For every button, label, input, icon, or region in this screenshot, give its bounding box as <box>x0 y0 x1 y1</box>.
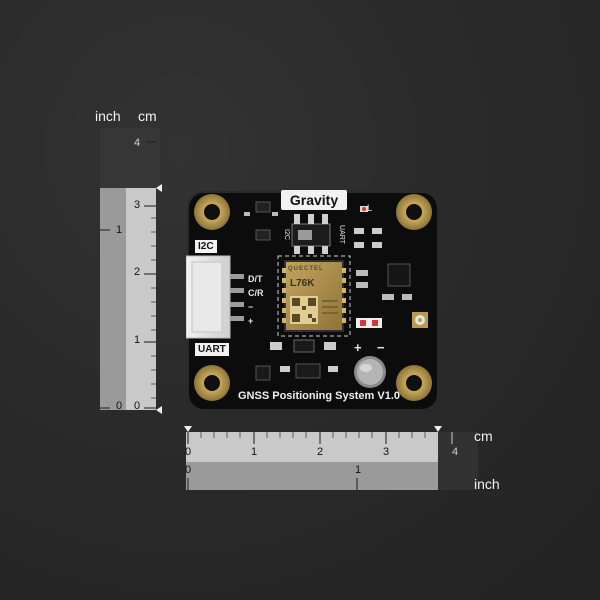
vertical-ruler-cm-tick: 1 <box>134 334 141 346</box>
horizontal-ruler-inch-tick: 1 <box>355 464 362 476</box>
pin-label-vcc: + <box>248 316 254 326</box>
label-uart: UART <box>195 343 229 356</box>
led-label: L <box>367 203 373 213</box>
module-model: L76K <box>290 278 315 289</box>
vertical-ruler-inch-tick: 1 <box>116 224 123 236</box>
module-brand: QUECTEL <box>288 266 324 272</box>
horizontal-ruler-cm-tick: 3 <box>383 446 390 458</box>
vertical-ruler-cm-tick: 4 <box>134 137 141 149</box>
pin-label-dt: D/T <box>248 274 263 284</box>
horizontal-ruler-unit-cm: cm <box>474 428 493 444</box>
pin-label-gnd: − <box>248 302 254 312</box>
horizontal-ruler-cm-tick: 1 <box>251 446 258 458</box>
vertical-ruler-cm-tick: 3 <box>134 199 141 211</box>
horizontal-ruler <box>184 426 478 490</box>
horizontal-ruler-cm-tick: 2 <box>317 446 324 458</box>
label-i2c: I2C <box>195 240 217 253</box>
pin-label-cr: C/R <box>248 288 264 298</box>
vertical-ruler <box>100 128 162 414</box>
vertical-ruler-inch-tick: 0 <box>116 400 123 412</box>
horizontal-ruler-unit-inch: inch <box>474 476 500 492</box>
horizontal-ruler-cm-tick: 0 <box>185 446 192 458</box>
header-pin-labels: D/T C/R − + <box>248 272 264 328</box>
vertical-ruler-cm-tick: 0 <box>134 400 141 412</box>
board-title: Gravity <box>281 190 347 210</box>
switch-label-uart: UART <box>337 225 345 244</box>
vertical-ruler-unit-cm: cm <box>138 108 157 124</box>
horizontal-ruler-cm-tick: 4 <box>452 446 459 458</box>
battery-minus-label: − <box>377 340 385 355</box>
board-subtitle: GNSS Positioning System V1.0 <box>238 390 400 402</box>
gnss-board <box>186 191 439 411</box>
switch-label-i2c: I2C <box>282 229 290 240</box>
vertical-ruler-unit-inch: inch <box>95 108 121 124</box>
horizontal-ruler-inch-tick: 0 <box>185 464 192 476</box>
battery-plus-label: + <box>354 340 362 355</box>
vertical-ruler-cm-tick: 2 <box>134 266 141 278</box>
